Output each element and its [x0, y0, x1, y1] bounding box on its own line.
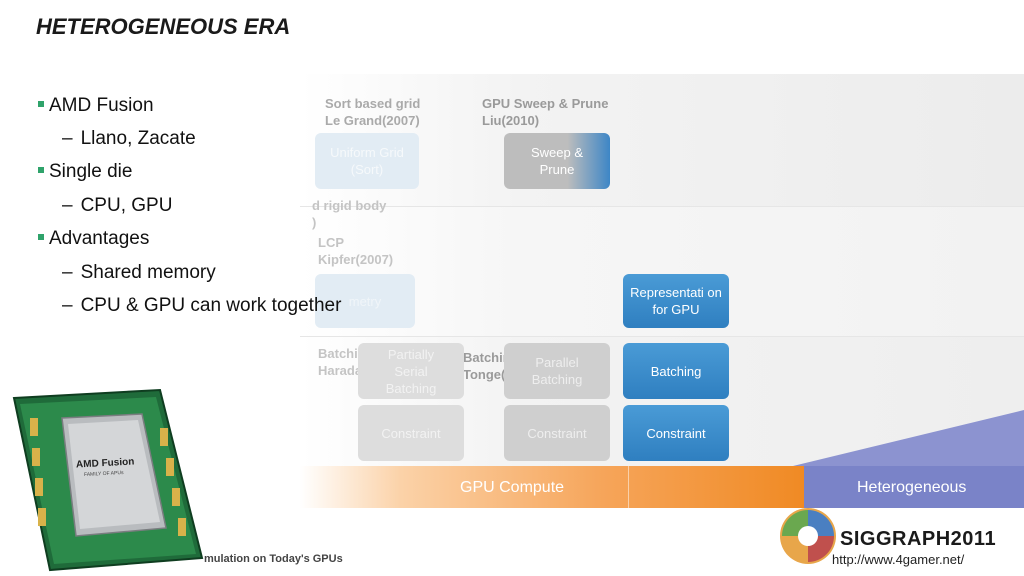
box-parallel-batching: Parallel Batching — [504, 343, 610, 399]
bullet-work-together: –CPU & GPU can work together — [62, 295, 342, 316]
era-divider — [628, 466, 629, 508]
box-constraint-3: Constraint — [623, 405, 729, 461]
header-rigid-body: d rigid body ) — [312, 198, 387, 230]
box-geometry: metry — [315, 274, 415, 328]
bullet-llano-zacate: –Llano, Zacate — [62, 128, 196, 149]
box-constraint-1: Constraint — [358, 405, 464, 461]
footer-caption: mulation on Today's GPUs — [204, 553, 343, 565]
bullet-square-icon — [38, 166, 44, 173]
slide-title: HETEROGENEOUS ERA — [36, 14, 291, 39]
amd-fusion-chip-image — [12, 388, 204, 572]
header-lcp: LCP Kipfer(2007) — [318, 235, 394, 267]
site-url: http://www.4gamer.net/ — [832, 552, 965, 567]
gpu-compute-bar — [300, 466, 804, 508]
box-uniform-grid: Uniform Grid (Sort) — [315, 133, 419, 189]
header-gpu-sweep: GPU Sweep & Prune Liu(2010) — [482, 96, 609, 128]
box-sweep-prune: Sweep & Prune — [504, 133, 610, 189]
box-representation: Representati on for GPU — [623, 274, 729, 328]
header-sort-grid: Sort based grid Le Grand(2007) — [325, 96, 421, 128]
bullet-shared-memory: –Shared memory — [62, 262, 216, 283]
gpu-compute-label: GPU Compute — [460, 479, 565, 496]
4gamer-logo-icon — [780, 508, 836, 564]
band-broadphase — [300, 74, 1024, 206]
bullet-advantages: Advantages — [38, 228, 149, 250]
heterogeneous-label: Heterogeneous — [857, 479, 967, 496]
box-constraint-2: Constraint — [504, 405, 610, 461]
box-partially-serial: Partially Serial Batching — [358, 343, 464, 399]
siggraph-logo: SIGGRAPH2011 — [840, 528, 997, 550]
heterogeneous-bar — [804, 466, 1024, 508]
bullet-square-icon — [38, 233, 44, 240]
bullet-cpu-gpu: –CPU, GPU — [62, 195, 173, 216]
bullet-amd-fusion: AMD Fusion — [38, 95, 154, 117]
box-batching: Batching — [623, 343, 729, 399]
bullet-square-icon — [38, 100, 44, 107]
bullet-single-die: Single die — [38, 161, 132, 183]
